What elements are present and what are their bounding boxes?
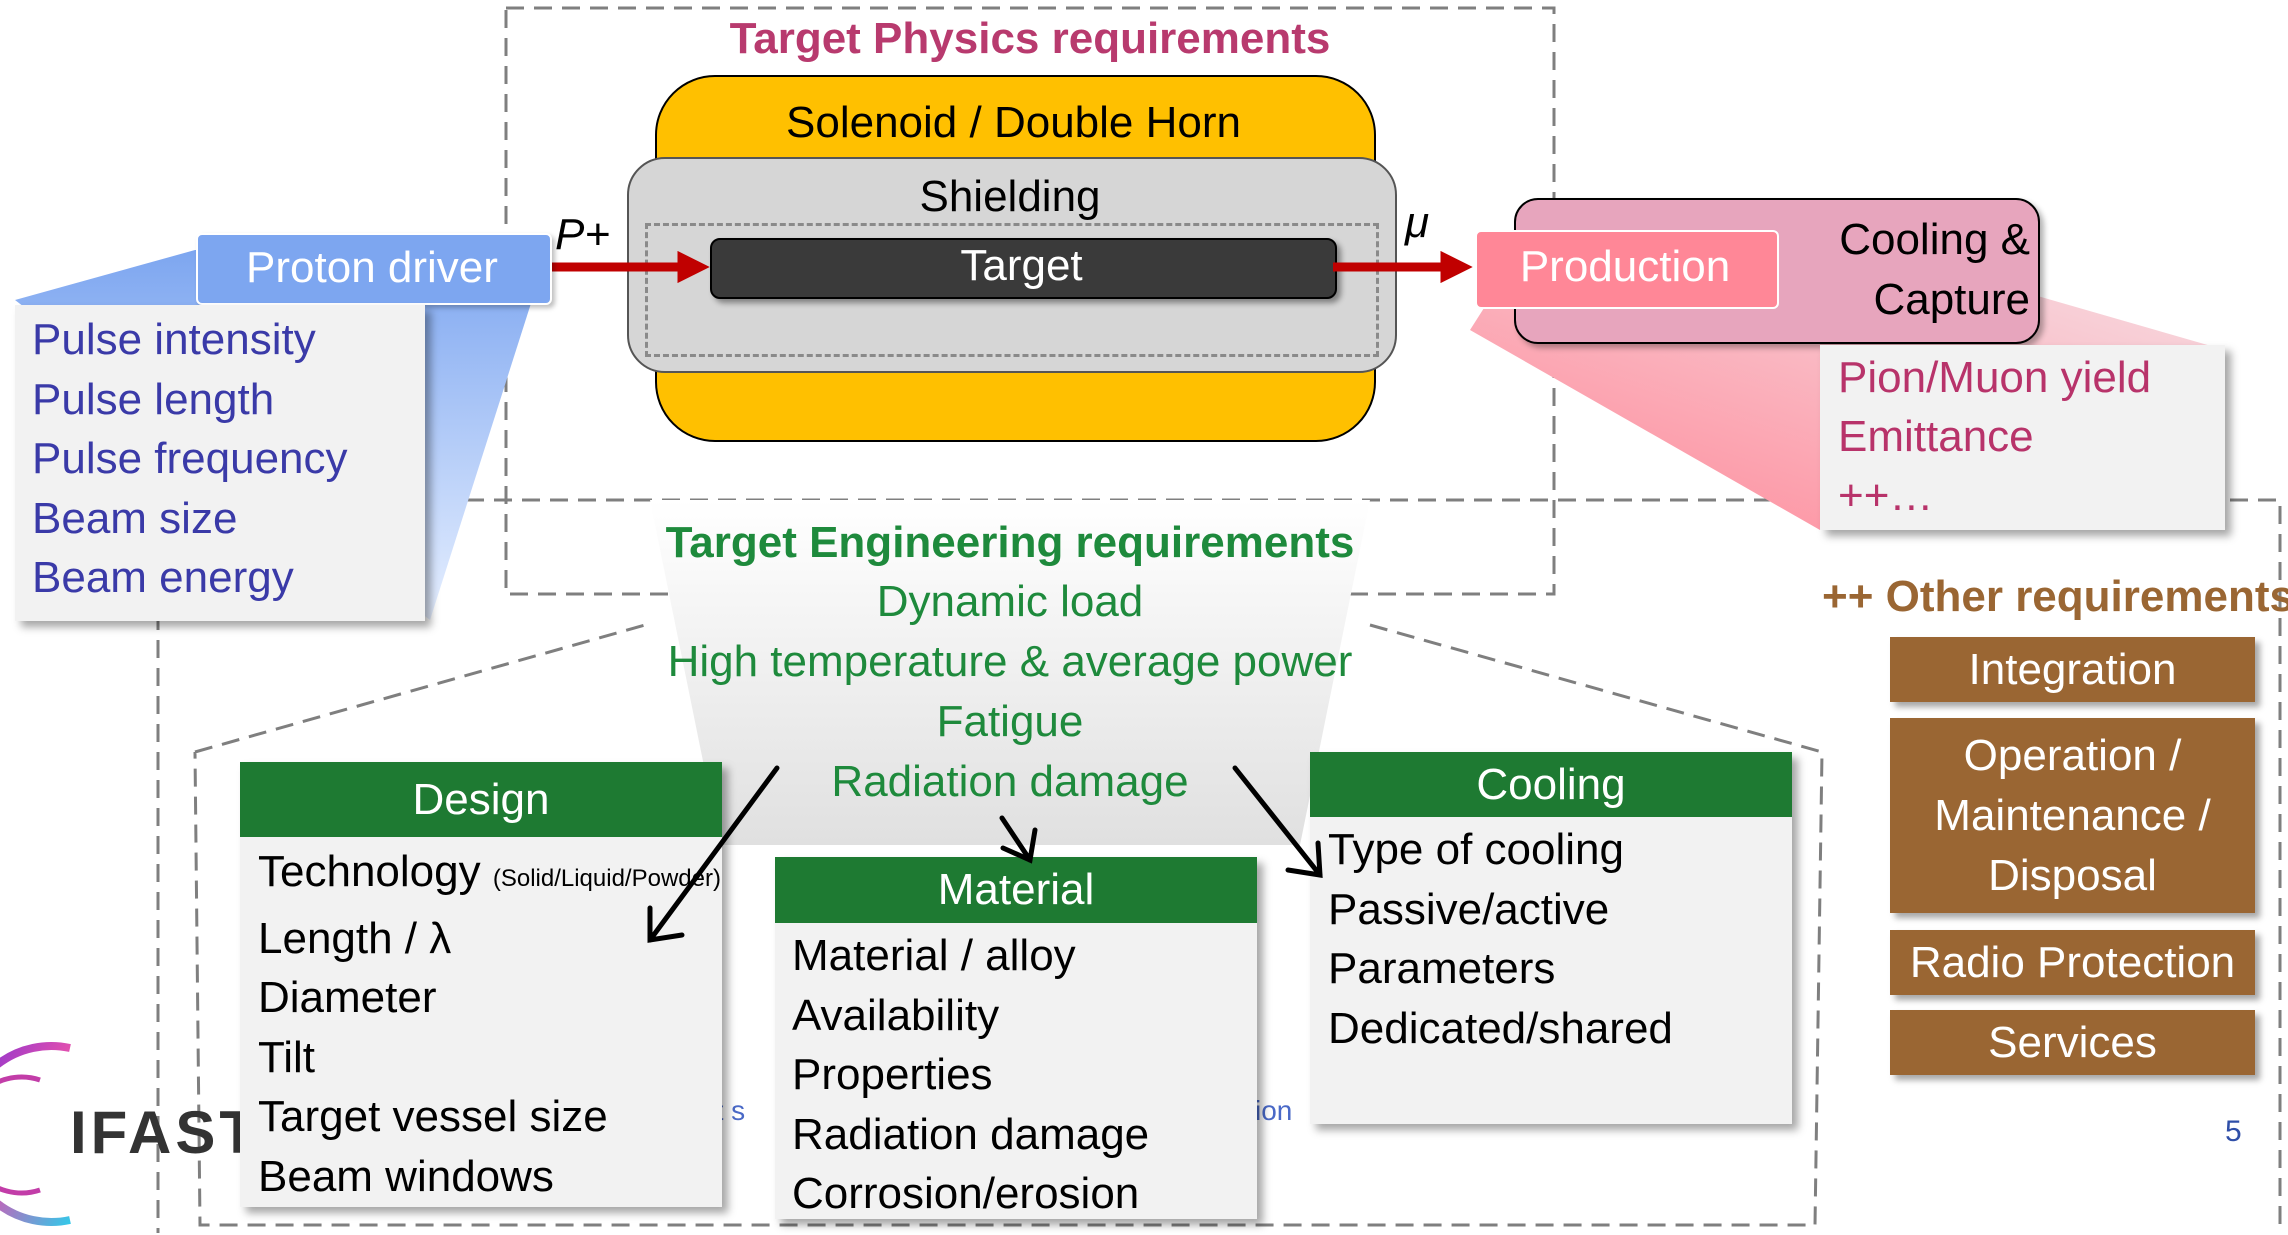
- list-item: Length / λ: [258, 913, 452, 963]
- proton-symbol: P+: [555, 210, 611, 259]
- cooling-capture-label: Cooling & Capture: [1800, 210, 2030, 330]
- production-list: [1820, 345, 2225, 530]
- operation-box: Operation / Maintenance / Disposal: [1890, 718, 2255, 913]
- list-item: Beam size: [32, 493, 238, 543]
- list-item: Material / alloy: [792, 931, 1076, 980]
- muon-symbol: μ: [1405, 198, 1430, 247]
- list-item: Diameter: [258, 973, 437, 1022]
- list-item: Target vessel size: [258, 1092, 608, 1141]
- logo-text: IFAST: [70, 1099, 261, 1166]
- list-item: Passive/active: [1328, 884, 1610, 934]
- list-item: Emittance: [1838, 412, 2034, 461]
- proton-driver-label: Proton driver: [246, 243, 498, 292]
- production-label: Production: [1519, 242, 1731, 291]
- list-item: Dynamic load: [876, 577, 1144, 626]
- design-items: Technology (Solid/Liquid/Powder) Length …: [258, 842, 721, 1206]
- ifast-logo: IFAST: [0, 1040, 260, 1230]
- list-item: Fatigue: [936, 697, 1084, 746]
- beam-arrows: [548, 250, 1473, 284]
- cooling-items: Type of cooling Passive/active Parameter…: [1328, 820, 1673, 1058]
- operation-line: Disposal: [1988, 851, 2157, 900]
- list-item: Tilt: [258, 1032, 316, 1082]
- radio-protection-box: Radio Protection: [1890, 930, 2255, 995]
- target-box: [710, 238, 1337, 299]
- engineering-title: Target Engineering requirements: [665, 518, 1355, 567]
- proton-driver-list: [15, 305, 425, 621]
- engineering-funnel: [650, 500, 1370, 845]
- list-item: Pulse frequency: [32, 434, 348, 483]
- list-item: Properties: [792, 1050, 993, 1099]
- material-items: Material / alloy Availability Properties…: [792, 926, 1149, 1224]
- proton-driver-items: Pulse intensity Pulse length Pulse frequ…: [32, 310, 348, 608]
- operation-line: Maintenance /: [1934, 791, 2211, 840]
- list-item: Radiation damage: [792, 1109, 1150, 1159]
- operation-line: Operation /: [1963, 731, 2182, 780]
- solenoid-label: Solenoid / Double Horn: [786, 98, 1241, 147]
- list-item: Availability: [792, 990, 1000, 1040]
- list-item: Beam energy: [32, 553, 294, 602]
- physics-title: Target Physics requirements: [729, 14, 1331, 63]
- services-box: Services: [1890, 1010, 2255, 1075]
- cooling-header: Cooling: [1310, 752, 1792, 817]
- material-header: Material: [775, 857, 1257, 923]
- other-title: ++ Other requirements: [1822, 572, 2288, 621]
- list-item: Parameters: [1328, 944, 1556, 993]
- list-item: Pulse intensity: [32, 315, 316, 364]
- design-header: Design: [240, 762, 722, 837]
- production-items: Pion/Muon yield Emittance ++…: [1838, 348, 2151, 525]
- shielding-inner-dashed: [645, 223, 1379, 357]
- design-technology: Technology (Solid/Liquid/Powder): [258, 842, 721, 909]
- list-item: Pulse length: [32, 374, 275, 424]
- list-item: ++…: [1838, 471, 1934, 520]
- integration-box: Integration: [1890, 637, 2255, 702]
- technology-note: (Solid/Liquid/Powder): [492, 865, 721, 892]
- cooling-capture-line: Capture: [1873, 275, 2030, 324]
- production-box: [1475, 230, 1779, 309]
- proton-driver-box: [196, 233, 552, 305]
- technology-label: Technology: [258, 847, 481, 896]
- list-item: Corrosion/erosion: [792, 1169, 1140, 1218]
- engineering-items: Dynamic load High temperature & average …: [650, 572, 1370, 812]
- list-item: Pion/Muon yield: [1838, 353, 2152, 402]
- target-label: Target: [960, 241, 1083, 290]
- list-item: Beam windows: [258, 1151, 554, 1201]
- engineering-inner-frame: [193, 623, 1824, 1227]
- footer-fragment-right: ion: [1255, 1095, 1293, 1126]
- shielding-label: Shielding: [919, 172, 1101, 221]
- list-item: High temperature & average power: [667, 637, 1353, 686]
- logo-ring-icon: [0, 1042, 71, 1226]
- cooling-capture-line: Cooling &: [1839, 215, 2030, 264]
- page-number: 5: [2225, 1115, 2242, 1148]
- list-item: Type of cooling: [1328, 825, 1624, 874]
- list-item: Radiation damage: [831, 757, 1189, 806]
- list-item: Dedicated/shared: [1328, 1003, 1673, 1053]
